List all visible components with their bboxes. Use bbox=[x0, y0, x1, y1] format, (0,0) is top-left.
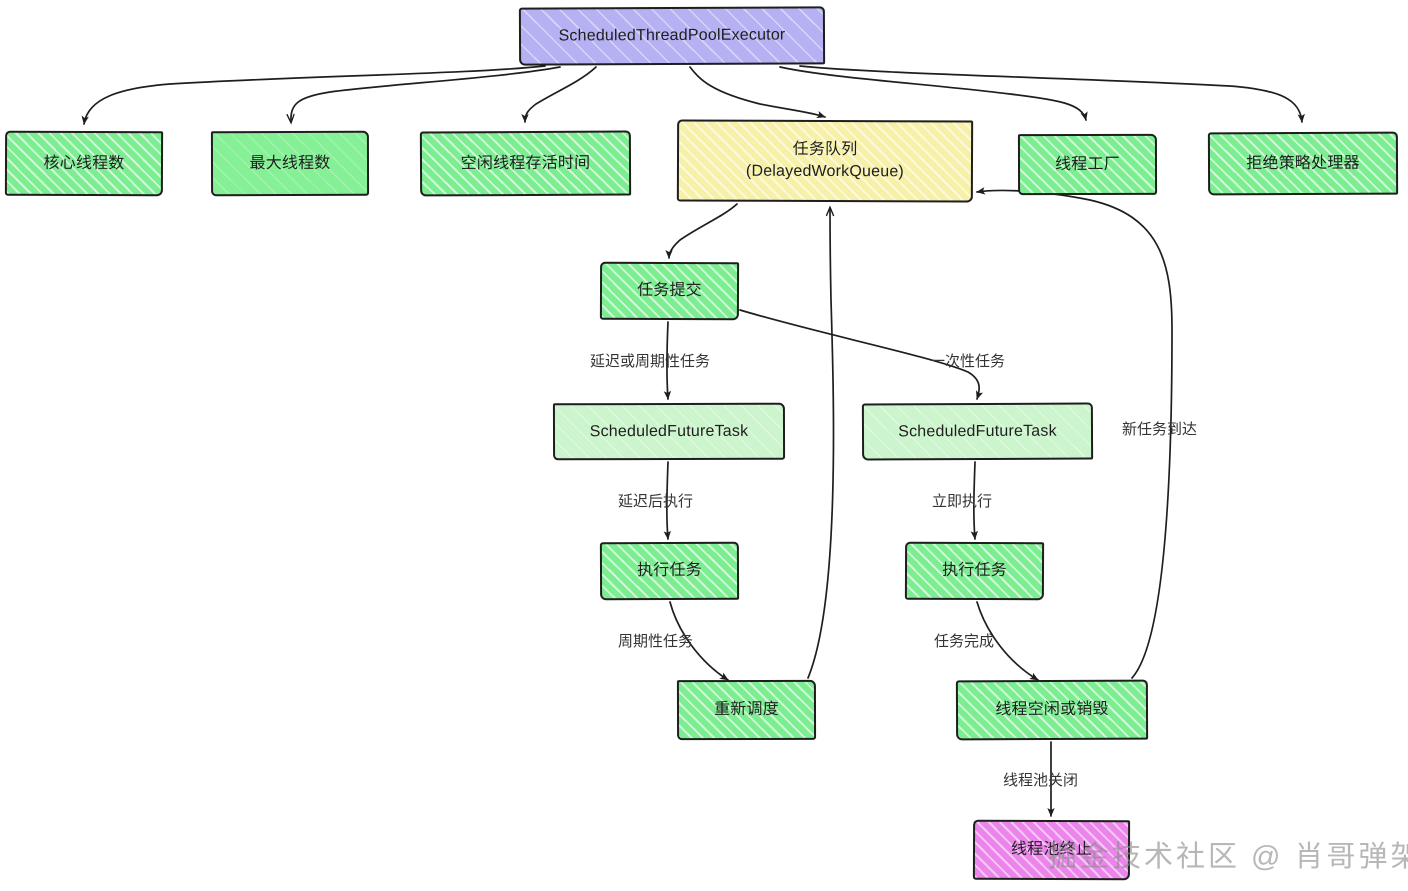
node-root-label: ScheduledThreadPoolExecutor bbox=[558, 26, 786, 45]
edge-queue-to-submit bbox=[665, 203, 738, 259]
edge-submit-to-sft-left bbox=[663, 321, 672, 400]
edge-root-to-factory bbox=[779, 66, 1088, 121]
node-reschedule-label: 重新调度 bbox=[714, 701, 779, 719]
edge-label-new-task-arrives: 新任务到达 bbox=[1122, 421, 1198, 438]
node-core-pool-size[interactable]: 核心线程数 bbox=[4, 130, 164, 197]
node-max-pool-size-label: 最大线程数 bbox=[249, 154, 331, 172]
node-reschedule[interactable]: 重新调度 bbox=[676, 679, 817, 741]
edge-label-periodic-task: 周期性任务 bbox=[618, 633, 694, 650]
node-scheduled-future-task-left[interactable]: ScheduledFutureTask bbox=[552, 402, 786, 461]
edge-root-to-rejected bbox=[799, 65, 1305, 123]
node-pool-terminated-label: 线程池终止 bbox=[1010, 841, 1093, 859]
node-execute-task-right[interactable]: 执行任务 bbox=[904, 541, 1045, 601]
node-core-pool-size-label: 核心线程数 bbox=[43, 154, 125, 172]
node-thread-factory[interactable]: 线程工厂 bbox=[1017, 133, 1158, 196]
edge-reschedule-to-queue bbox=[807, 208, 833, 679]
node-rejected-handler-label: 拒绝策略处理器 bbox=[1246, 154, 1360, 172]
node-task-queue-line2: (DelayedWorkQueue) bbox=[745, 162, 905, 181]
edge-submit-to-sft-right bbox=[739, 309, 984, 400]
edge-sft-left-to-execute bbox=[663, 461, 671, 540]
node-task-queue[interactable]: 任务队列 (DelayedWorkQueue) bbox=[676, 119, 974, 203]
node-execute-task-left-label: 执行任务 bbox=[637, 562, 702, 580]
node-task-submit[interactable]: 任务提交 bbox=[599, 261, 740, 321]
edge-label-after-delay: 延迟后执行 bbox=[618, 493, 694, 510]
edge-label-immediate: 立即执行 bbox=[932, 493, 993, 510]
edge-root-to-core bbox=[81, 65, 546, 125]
node-pool-terminated[interactable]: 线程池终止 bbox=[972, 819, 1131, 881]
edge-label-delayed-or-periodic: 延迟或周期性任务 bbox=[590, 353, 711, 370]
node-keep-alive-time[interactable]: 空闲线程存活时间 bbox=[419, 130, 632, 197]
edge-execute-left-to-reschedule bbox=[669, 601, 729, 681]
edge-root-to-queue bbox=[689, 66, 826, 118]
edge-root-to-keepalive bbox=[521, 66, 597, 123]
edge-label-one-shot: 一次性任务 bbox=[930, 353, 1006, 370]
node-keep-alive-time-label: 空闲线程存活时间 bbox=[460, 154, 591, 172]
edge-label-task-done: 任务完成 bbox=[934, 633, 995, 650]
node-thread-idle-or-destroy[interactable]: 线程空闲或销毁 bbox=[955, 679, 1149, 741]
node-execute-task-left[interactable]: 执行任务 bbox=[599, 541, 740, 601]
node-scheduled-future-task-right[interactable]: ScheduledFutureTask bbox=[861, 402, 1094, 461]
edge-label-pool-shutdown: 线程池关闭 bbox=[1003, 772, 1079, 789]
node-root[interactable]: ScheduledThreadPoolExecutor bbox=[518, 6, 826, 66]
node-execute-task-right-label: 执行任务 bbox=[942, 562, 1007, 580]
node-task-submit-label: 任务提交 bbox=[637, 282, 702, 300]
node-rejected-handler[interactable]: 拒绝策略处理器 bbox=[1207, 131, 1399, 196]
node-task-queue-line1: 任务队列 bbox=[792, 141, 858, 159]
node-thread-idle-or-destroy-label: 线程空闲或销毁 bbox=[995, 700, 1109, 719]
node-max-pool-size[interactable]: 最大线程数 bbox=[210, 130, 370, 197]
edge-execute-right-to-idle bbox=[976, 601, 1039, 681]
node-scheduled-future-task-left-label: ScheduledFutureTask bbox=[589, 422, 749, 440]
node-thread-factory-label: 线程工厂 bbox=[1055, 155, 1120, 173]
edge-sft-right-to-execute bbox=[970, 461, 978, 540]
edge-root-to-max bbox=[291, 66, 561, 122]
node-scheduled-future-task-right-label: ScheduledFutureTask bbox=[898, 422, 1057, 441]
